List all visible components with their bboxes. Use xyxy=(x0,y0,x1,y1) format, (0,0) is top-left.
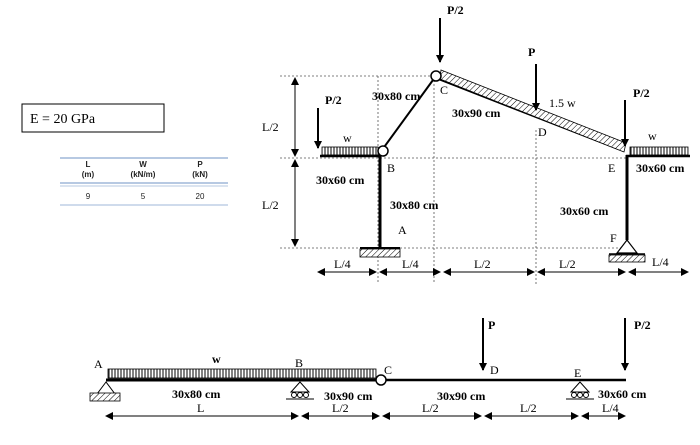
beam-support-a xyxy=(89,381,121,402)
load-1-5w: 1.5 w xyxy=(549,96,576,110)
beam-load-p-d: P xyxy=(479,318,495,371)
beam-load-p-half-end: P/2 xyxy=(621,318,651,371)
node-e: E xyxy=(608,161,615,175)
load-p-d: P xyxy=(528,45,540,111)
node-b: B xyxy=(387,161,395,175)
frame-diagram: L/2 L/2 w w 1.5 w xyxy=(262,3,690,284)
modulus-text: E = 20 GPa xyxy=(30,112,96,127)
beam-load-w: w xyxy=(212,352,221,366)
beam-section-ab: 30x80 cm xyxy=(172,387,220,401)
beam-hinge-c xyxy=(375,374,387,386)
beam-section-bc: 30x90 cm xyxy=(324,389,372,403)
section-left-cantilever: 30x60 cm xyxy=(316,173,364,187)
svg-text:P/2: P/2 xyxy=(447,3,464,17)
beam-node-e: E xyxy=(574,366,581,380)
beam-dim-4: L/2 xyxy=(520,401,537,415)
beam-section-ee: 30x60 cm xyxy=(598,387,646,401)
support-f-pin xyxy=(608,239,646,263)
table-value-p: 20 xyxy=(196,192,205,201)
beam-section-cd: 30x90 cm xyxy=(437,389,485,403)
distributed-load-right xyxy=(629,146,689,156)
beam-distributed-load xyxy=(107,368,377,379)
section-ab: 30x80 cm xyxy=(390,198,438,212)
table-unit-p: (kN) xyxy=(192,170,208,179)
distributed-load-left xyxy=(321,146,379,156)
table-unit-w: (kN/m) xyxy=(131,170,156,179)
section-right-cantilever: 30x60 cm xyxy=(636,161,684,175)
svg-text:P: P xyxy=(528,45,535,59)
node-a: A xyxy=(398,223,407,237)
dim-h-1: L/4 xyxy=(334,257,351,271)
dim-vertical-upper: L/2 xyxy=(262,120,279,134)
svg-text:P/2: P/2 xyxy=(634,318,651,332)
beam-node-b: B xyxy=(295,356,303,370)
svg-text:P/2: P/2 xyxy=(325,93,342,107)
beam-node-c: C xyxy=(384,363,392,377)
parameter-table: L (m) W (kN/m) P (kN) 9 5 20 xyxy=(60,157,228,206)
beam-dim-3: L/2 xyxy=(422,401,439,415)
beam-dim-2: L/2 xyxy=(332,401,349,415)
load-w-right: w xyxy=(648,129,657,143)
beam-dim-5: L/4 xyxy=(602,401,619,415)
load-p-half-e: P/2 xyxy=(621,86,650,147)
table-value-w: 5 xyxy=(141,192,146,201)
section-cd: 30x90 cm xyxy=(452,106,500,120)
node-f: F xyxy=(610,231,617,245)
dim-h-5: L/4 xyxy=(652,255,669,269)
dim-h-2: L/4 xyxy=(402,257,419,271)
beam-node-d: D xyxy=(490,363,499,377)
table-header-w: W xyxy=(139,160,147,169)
frame-vertical-dimension: L/2 L/2 xyxy=(262,77,299,247)
svg-text:P: P xyxy=(488,318,495,332)
beam-node-a: A xyxy=(94,357,103,371)
hinge-b xyxy=(377,145,389,157)
hinge-c xyxy=(430,70,442,82)
load-p-half-left: P/2 xyxy=(314,93,342,149)
section-bc: 30x80 cm xyxy=(372,89,420,103)
beam-support-e-roller xyxy=(566,381,594,400)
table-header-p: P xyxy=(197,160,203,169)
load-w-left: w xyxy=(343,131,352,145)
table-value-l: 9 xyxy=(86,192,91,201)
beam-diagram: w P xyxy=(89,318,651,420)
modulus-box: E = 20 GPa xyxy=(21,103,165,133)
dim-h-4: L/2 xyxy=(559,257,576,271)
table-header-l: L xyxy=(86,160,91,169)
support-a-fixed xyxy=(359,247,401,258)
node-c: C xyxy=(440,83,448,97)
beam-dim-1: L xyxy=(197,401,204,415)
section-ef: 30x60 cm xyxy=(560,204,608,218)
beam-support-b-roller xyxy=(286,381,314,400)
dim-h-3: L/2 xyxy=(474,257,491,271)
dim-vertical-lower: L/2 xyxy=(262,198,279,212)
table-unit-l: (m) xyxy=(82,170,95,179)
member-bc xyxy=(381,79,434,151)
svg-text:P/2: P/2 xyxy=(633,86,650,100)
load-p-half-c: P/2 xyxy=(436,3,464,63)
node-d: D xyxy=(538,125,547,139)
